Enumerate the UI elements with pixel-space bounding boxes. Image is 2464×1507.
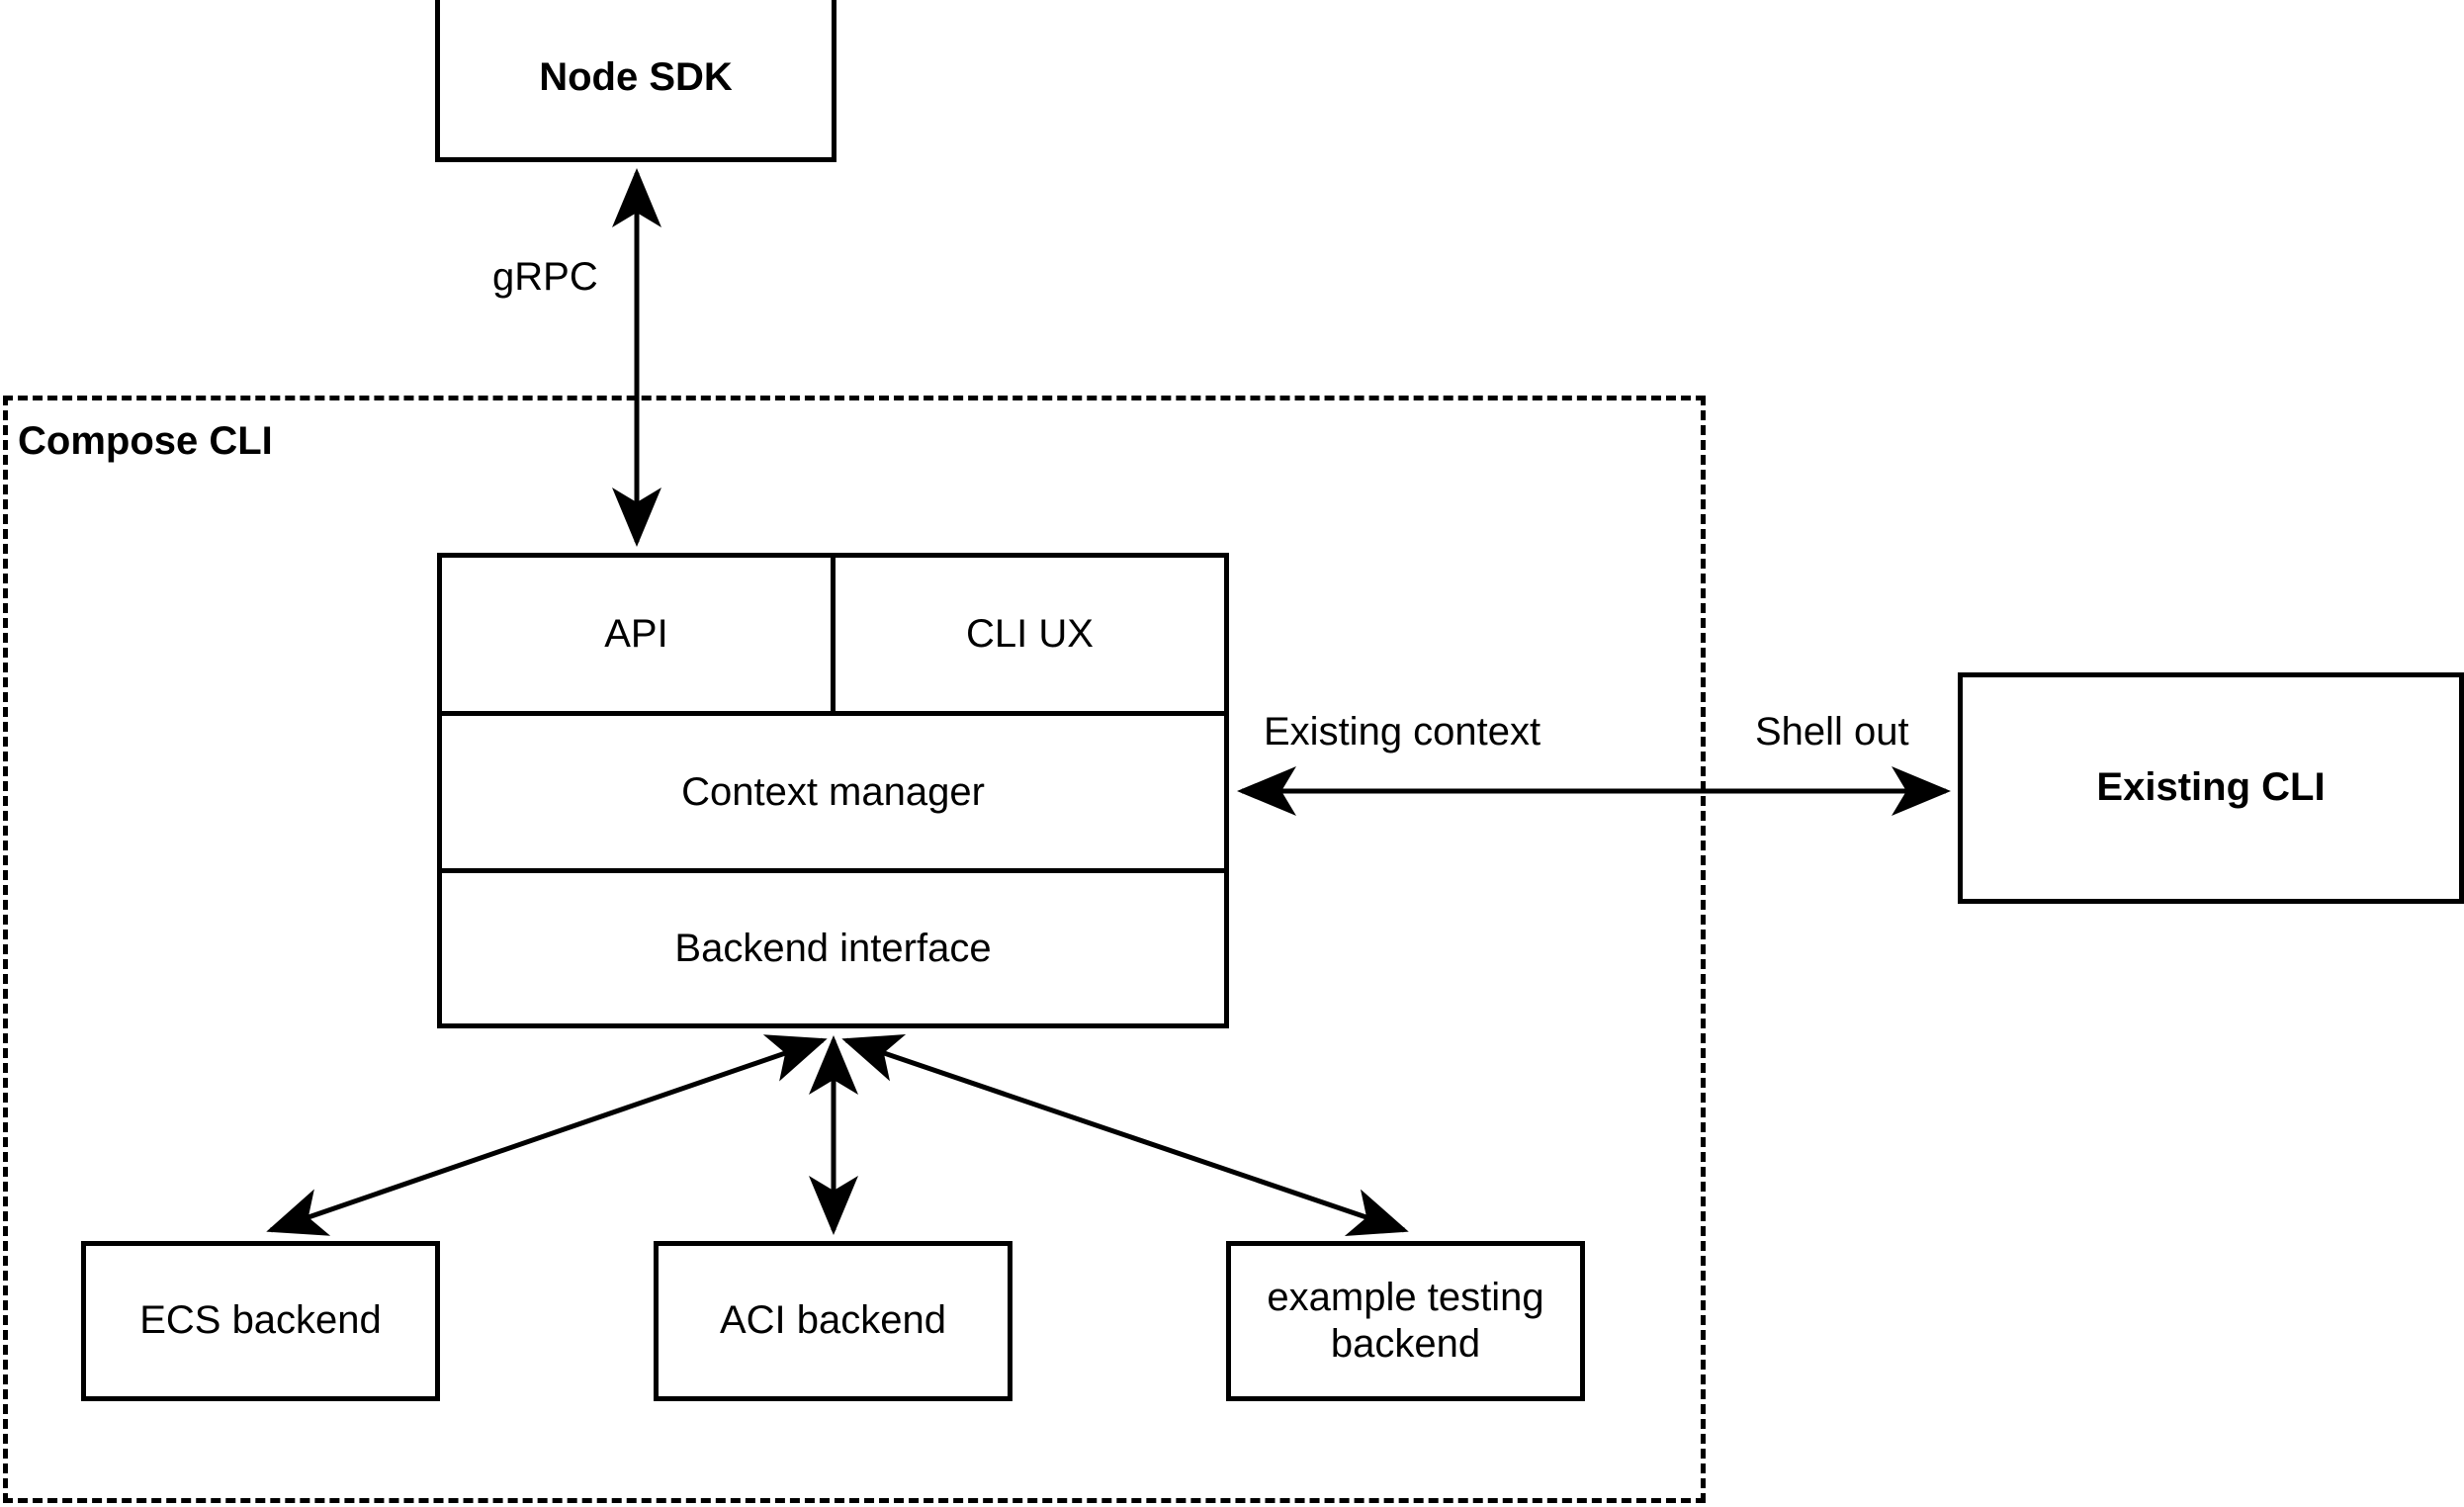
- aci-backend-label: ACI backend: [719, 1298, 947, 1343]
- edge-label-shell-out: Shell out: [1755, 710, 1909, 754]
- edge-label-existing-context: Existing context: [1264, 710, 1541, 754]
- compose-cli-group-label: Compose CLI: [18, 419, 273, 463]
- stack-cell-cli-ux[interactable]: CLI UX: [831, 558, 1224, 711]
- edge-backend-to-ecs: [266, 1034, 828, 1236]
- edge-label-grpc: gRPC: [492, 255, 598, 299]
- example-testing-backend-label: example testing backend: [1267, 1275, 1544, 1366]
- stack-row-api-cliux: API CLI UX: [442, 558, 1224, 711]
- stack-cell-api-label: API: [604, 612, 668, 656]
- stack-cell-api[interactable]: API: [442, 558, 831, 711]
- stack-row-backend-interface[interactable]: Backend interface: [442, 868, 1224, 1023]
- existing-cli-box[interactable]: Existing CLI: [1958, 672, 2464, 904]
- compose-cli-stack: API CLI UX Context manager Backend inter…: [437, 553, 1229, 1028]
- stack-cell-cli-ux-label: CLI UX: [966, 612, 1094, 656]
- stack-cell-backend-interface: Backend interface: [442, 873, 1224, 1023]
- existing-cli-label: Existing CLI: [2096, 765, 2326, 810]
- edge-backend-to-example: [841, 1034, 1409, 1236]
- node-sdk-box[interactable]: Node SDK: [435, 0, 836, 162]
- stack-row-context-manager[interactable]: Context manager: [442, 711, 1224, 868]
- example-testing-backend-box[interactable]: example testing backend: [1226, 1241, 1585, 1401]
- aci-backend-box[interactable]: ACI backend: [654, 1241, 1012, 1401]
- node-sdk-label: Node SDK: [539, 55, 733, 100]
- stack-cell-backend-interface-label: Backend interface: [674, 926, 992, 970]
- stack-cell-context-manager-label: Context manager: [681, 769, 985, 814]
- compose-cli-group: [3, 396, 1706, 1503]
- ecs-backend-box[interactable]: ECS backend: [81, 1241, 440, 1401]
- stack-cell-context-manager: Context manager: [442, 716, 1224, 868]
- ecs-backend-label: ECS backend: [139, 1298, 382, 1343]
